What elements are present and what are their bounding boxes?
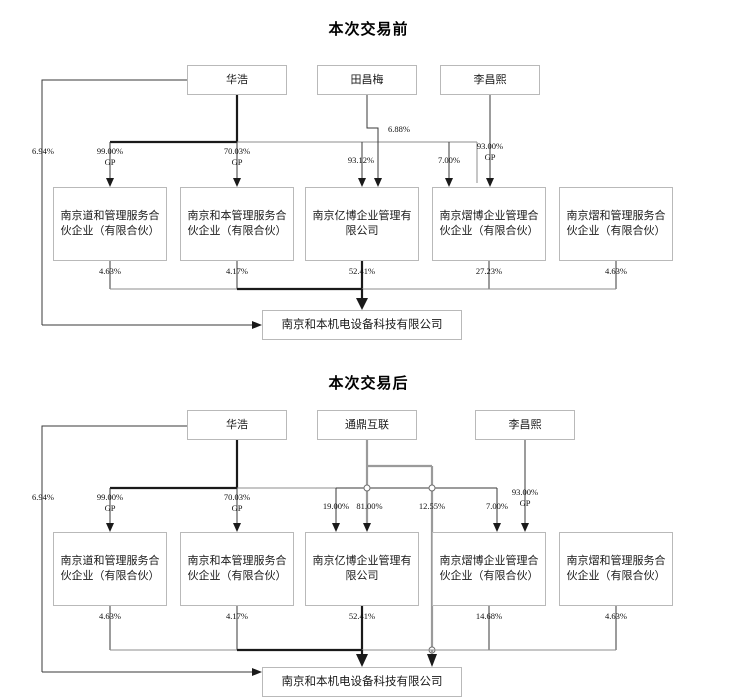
pct-label-6-88-before: 6.88% — [388, 124, 410, 134]
entity-box-heben-after[interactable]: 南京和本管理服务合伙企业（有限合伙） — [180, 532, 294, 606]
pct-label-lower-yibo-partnership-after: 14.68% — [475, 611, 503, 621]
pct-label-lower-yihe-after: 4.63% — [605, 611, 627, 621]
connector-lines-after — [41, 425, 617, 676]
pct-label-lower-yibo-after: 52.41% — [348, 611, 376, 621]
entity-box-daohe-before[interactable]: 南京道和管理服务合伙企业（有限合伙） — [53, 187, 167, 261]
person-box-huahao-after[interactable]: 华浩 — [187, 410, 287, 440]
entity-box-daohe-after[interactable]: 南京道和管理服务合伙企业（有限合伙） — [53, 532, 167, 606]
entity-box-yihe-before[interactable]: 南京熠和管理服务合伙企业（有限合伙） — [559, 187, 673, 261]
pct-label-lower-yihe-before: 4.63% — [605, 266, 627, 276]
pct-label-81-00-after: 81.00% — [356, 501, 383, 511]
person-box-tianchangmei-before[interactable]: 田昌梅 — [317, 65, 417, 95]
role-label-gp-heben-after: GP — [231, 503, 243, 513]
entity-box-heben-before[interactable]: 南京和本管理服务合伙企业（有限合伙） — [180, 187, 294, 261]
role-label-gp-heben-before: GP — [231, 157, 243, 167]
connector-lines-before — [41, 79, 617, 329]
entity-box-yihe-after[interactable]: 南京熠和管理服务合伙企业（有限合伙） — [559, 532, 673, 606]
pct-label-lower-daohe-before: 4.63% — [99, 266, 121, 276]
entity-box-yibo-partnership-before[interactable]: 南京熠博企业管理合伙企业（有限合伙） — [432, 187, 546, 261]
diagram-before-transaction: 本次交易前 — [32, 22, 673, 340]
pct-label-lower-daohe-after: 4.63% — [99, 611, 121, 621]
pct-label-lower-heben-before: 4.17% — [226, 266, 248, 276]
pct-label-93-12-before: 93.12% — [347, 155, 375, 165]
role-label-gp-yibo-partnership-after: GP — [519, 498, 531, 508]
pct-label-99-00-after: 99.00% — [96, 492, 124, 502]
person-box-lichangxi-before[interactable]: 李昌熙 — [440, 65, 540, 95]
pct-label-19-00-after: 19.00% — [322, 501, 350, 511]
pct-label-7-00-after: 7.00% — [486, 501, 508, 511]
entity-box-yibo-after[interactable]: 南京亿博企业管理有限公司 — [305, 532, 419, 606]
person-box-tongding-after[interactable]: 通鼎互联 — [317, 410, 417, 440]
pct-label-lower-yibo-partnership-before: 27.23% — [475, 266, 503, 276]
person-box-huahao-before[interactable]: 华浩 — [187, 65, 287, 95]
pct-label-lower-heben-after: 4.17% — [226, 611, 248, 621]
entity-box-yibo-partnership-after[interactable]: 南京熠博企业管理合伙企业（有限合伙） — [432, 532, 546, 606]
pct-label-6-94-before: 6.94% — [32, 146, 54, 156]
pct-label-12-55-after: 12.55% — [418, 501, 446, 511]
role-label-gp-daohe-before: GP — [104, 157, 116, 167]
person-box-lichangxi-after[interactable]: 李昌熙 — [475, 410, 575, 440]
pct-label-93-00-after: 93.00% — [511, 487, 539, 497]
target-box-company-before[interactable]: 南京和本机电设备科技有限公司 — [262, 310, 462, 340]
pct-label-99-00-before: 99.00% — [96, 146, 124, 156]
diagram-after-transaction: 本次交易后 — [0, 350, 737, 697]
role-label-gp-daohe-after: GP — [104, 503, 116, 513]
diagram-title-before: 本次交易前 — [328, 22, 409, 38]
role-label-gp-yibo-partnership-before: GP — [484, 152, 496, 162]
pct-label-7-00-before: 7.00% — [438, 155, 460, 165]
pct-label-6-94-after: 6.94% — [32, 492, 54, 502]
diagram-title-after: 本次交易后 — [328, 376, 409, 392]
target-box-company-after[interactable]: 南京和本机电设备科技有限公司 — [262, 667, 462, 697]
pct-label-lower-yibo-before: 52.41% — [348, 266, 376, 276]
pct-label-93-00-before: 93.00% — [476, 141, 504, 151]
entity-box-yibo-before[interactable]: 南京亿博企业管理有限公司 — [305, 187, 419, 261]
pct-label-70-03-after: 70.03% — [223, 492, 251, 502]
pct-label-70-03-before: 70.03% — [223, 146, 251, 156]
